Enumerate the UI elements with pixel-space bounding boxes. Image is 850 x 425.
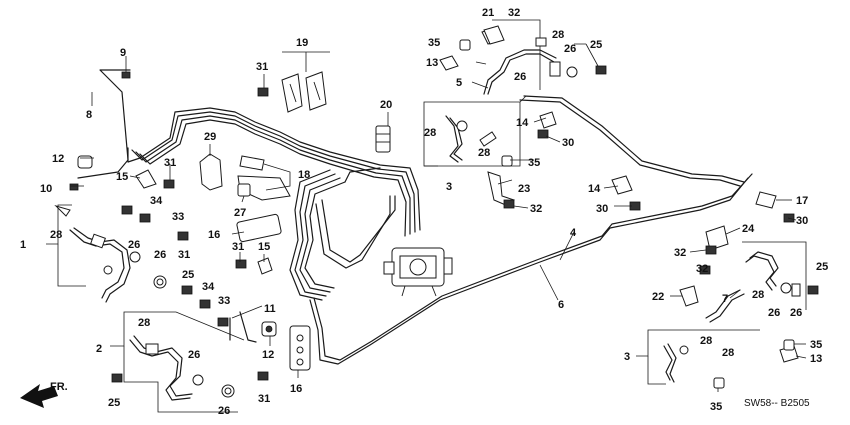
callout-24: 24: [742, 223, 755, 235]
callout-14: 14: [516, 117, 529, 129]
callout-31: 31: [232, 241, 244, 253]
hose-group-3-upper: [423, 95, 527, 167]
callout-11: 11: [264, 303, 276, 315]
callout-17: 17: [796, 195, 808, 207]
callout-28: 28: [552, 29, 564, 41]
hose-group-1: [46, 204, 167, 303]
callout-13: 13: [810, 353, 822, 365]
front-label: FR.: [50, 381, 68, 393]
callout-leaders: [70, 43, 807, 392]
callout-25: 25: [816, 261, 828, 273]
callout-3: 3: [446, 181, 452, 193]
callout-3: 3: [624, 351, 630, 363]
callout-8: 8: [86, 109, 92, 121]
callout-32: 32: [696, 263, 708, 275]
callout-numbers: 1 2 3 3 4 5 6 7 8 9 10 11 12 12 13 13 14…: [20, 7, 828, 417]
callout-28: 28: [138, 317, 150, 329]
callout-31: 31: [164, 157, 176, 169]
callout-26: 26: [218, 405, 230, 417]
callout-28: 28: [50, 229, 62, 241]
modulator-unit: [383, 247, 453, 297]
callout-16: 16: [208, 229, 220, 241]
callout-33: 33: [218, 295, 230, 307]
callout-10: 10: [40, 183, 52, 195]
front-direction-arrow: [20, 384, 58, 408]
callout-16: 16: [290, 383, 302, 395]
callout-35: 35: [528, 157, 540, 169]
callout-28: 28: [700, 335, 712, 347]
callout-20: 20: [380, 99, 392, 111]
callout-32: 32: [674, 247, 686, 259]
bolts: [69, 65, 819, 383]
clips-brackets: [77, 25, 799, 389]
callout-4: 4: [570, 227, 577, 239]
hose-group-3-lower: [636, 329, 760, 385]
callout-29: 29: [204, 131, 216, 143]
callout-32: 32: [530, 203, 542, 215]
callout-7: 7: [722, 293, 728, 305]
callout-22: 22: [652, 291, 664, 303]
callout-25: 25: [590, 39, 602, 51]
callout-35: 35: [710, 401, 722, 413]
callout-12: 12: [262, 349, 274, 361]
callout-19: 19: [296, 37, 308, 49]
callout-32: 32: [508, 7, 520, 19]
document-code: SW58-- B2505: [744, 398, 810, 409]
callout-15: 15: [116, 171, 128, 183]
callout-31: 31: [258, 393, 270, 405]
callout-25: 25: [108, 397, 120, 409]
callout-14: 14: [588, 183, 601, 195]
callout-28: 28: [424, 127, 436, 139]
callout-15: 15: [258, 241, 270, 253]
callout-26: 26: [768, 307, 780, 319]
callout-27: 27: [234, 207, 246, 219]
callout-33: 33: [172, 211, 184, 223]
hose-group-5: [481, 19, 578, 95]
callout-30: 30: [796, 215, 808, 227]
callout-18: 18: [298, 169, 310, 181]
callout-26: 26: [790, 307, 802, 319]
callout-21: 21: [482, 7, 494, 19]
callout-31: 31: [256, 61, 268, 73]
callout-6: 6: [558, 299, 564, 311]
callout-12: 12: [52, 153, 64, 165]
main-brake-lines: [77, 69, 753, 365]
callout-28: 28: [478, 147, 490, 159]
callout-34: 34: [150, 195, 163, 207]
callout-35: 35: [428, 37, 440, 49]
callout-26: 26: [128, 239, 140, 251]
callout-13: 13: [426, 57, 438, 69]
callout-26: 26: [188, 349, 200, 361]
hose-group-7: [705, 241, 807, 323]
callout-26: 26: [564, 43, 576, 55]
callout-30: 30: [562, 137, 574, 149]
callout-26: 26: [514, 71, 526, 83]
callout-23: 23: [518, 183, 530, 195]
callout-28: 28: [752, 289, 764, 301]
callout-26: 26: [154, 249, 166, 261]
callout-35: 35: [810, 339, 822, 351]
callout-5: 5: [456, 77, 462, 89]
callout-1: 1: [20, 239, 26, 251]
callout-31: 31: [178, 249, 190, 261]
hose-group-2: [110, 311, 245, 413]
callout-2: 2: [96, 343, 102, 355]
callout-34: 34: [202, 281, 215, 293]
callout-28: 28: [722, 347, 734, 359]
callout-30: 30: [596, 203, 608, 215]
callout-25: 25: [182, 269, 194, 281]
callout-9: 9: [120, 47, 126, 59]
